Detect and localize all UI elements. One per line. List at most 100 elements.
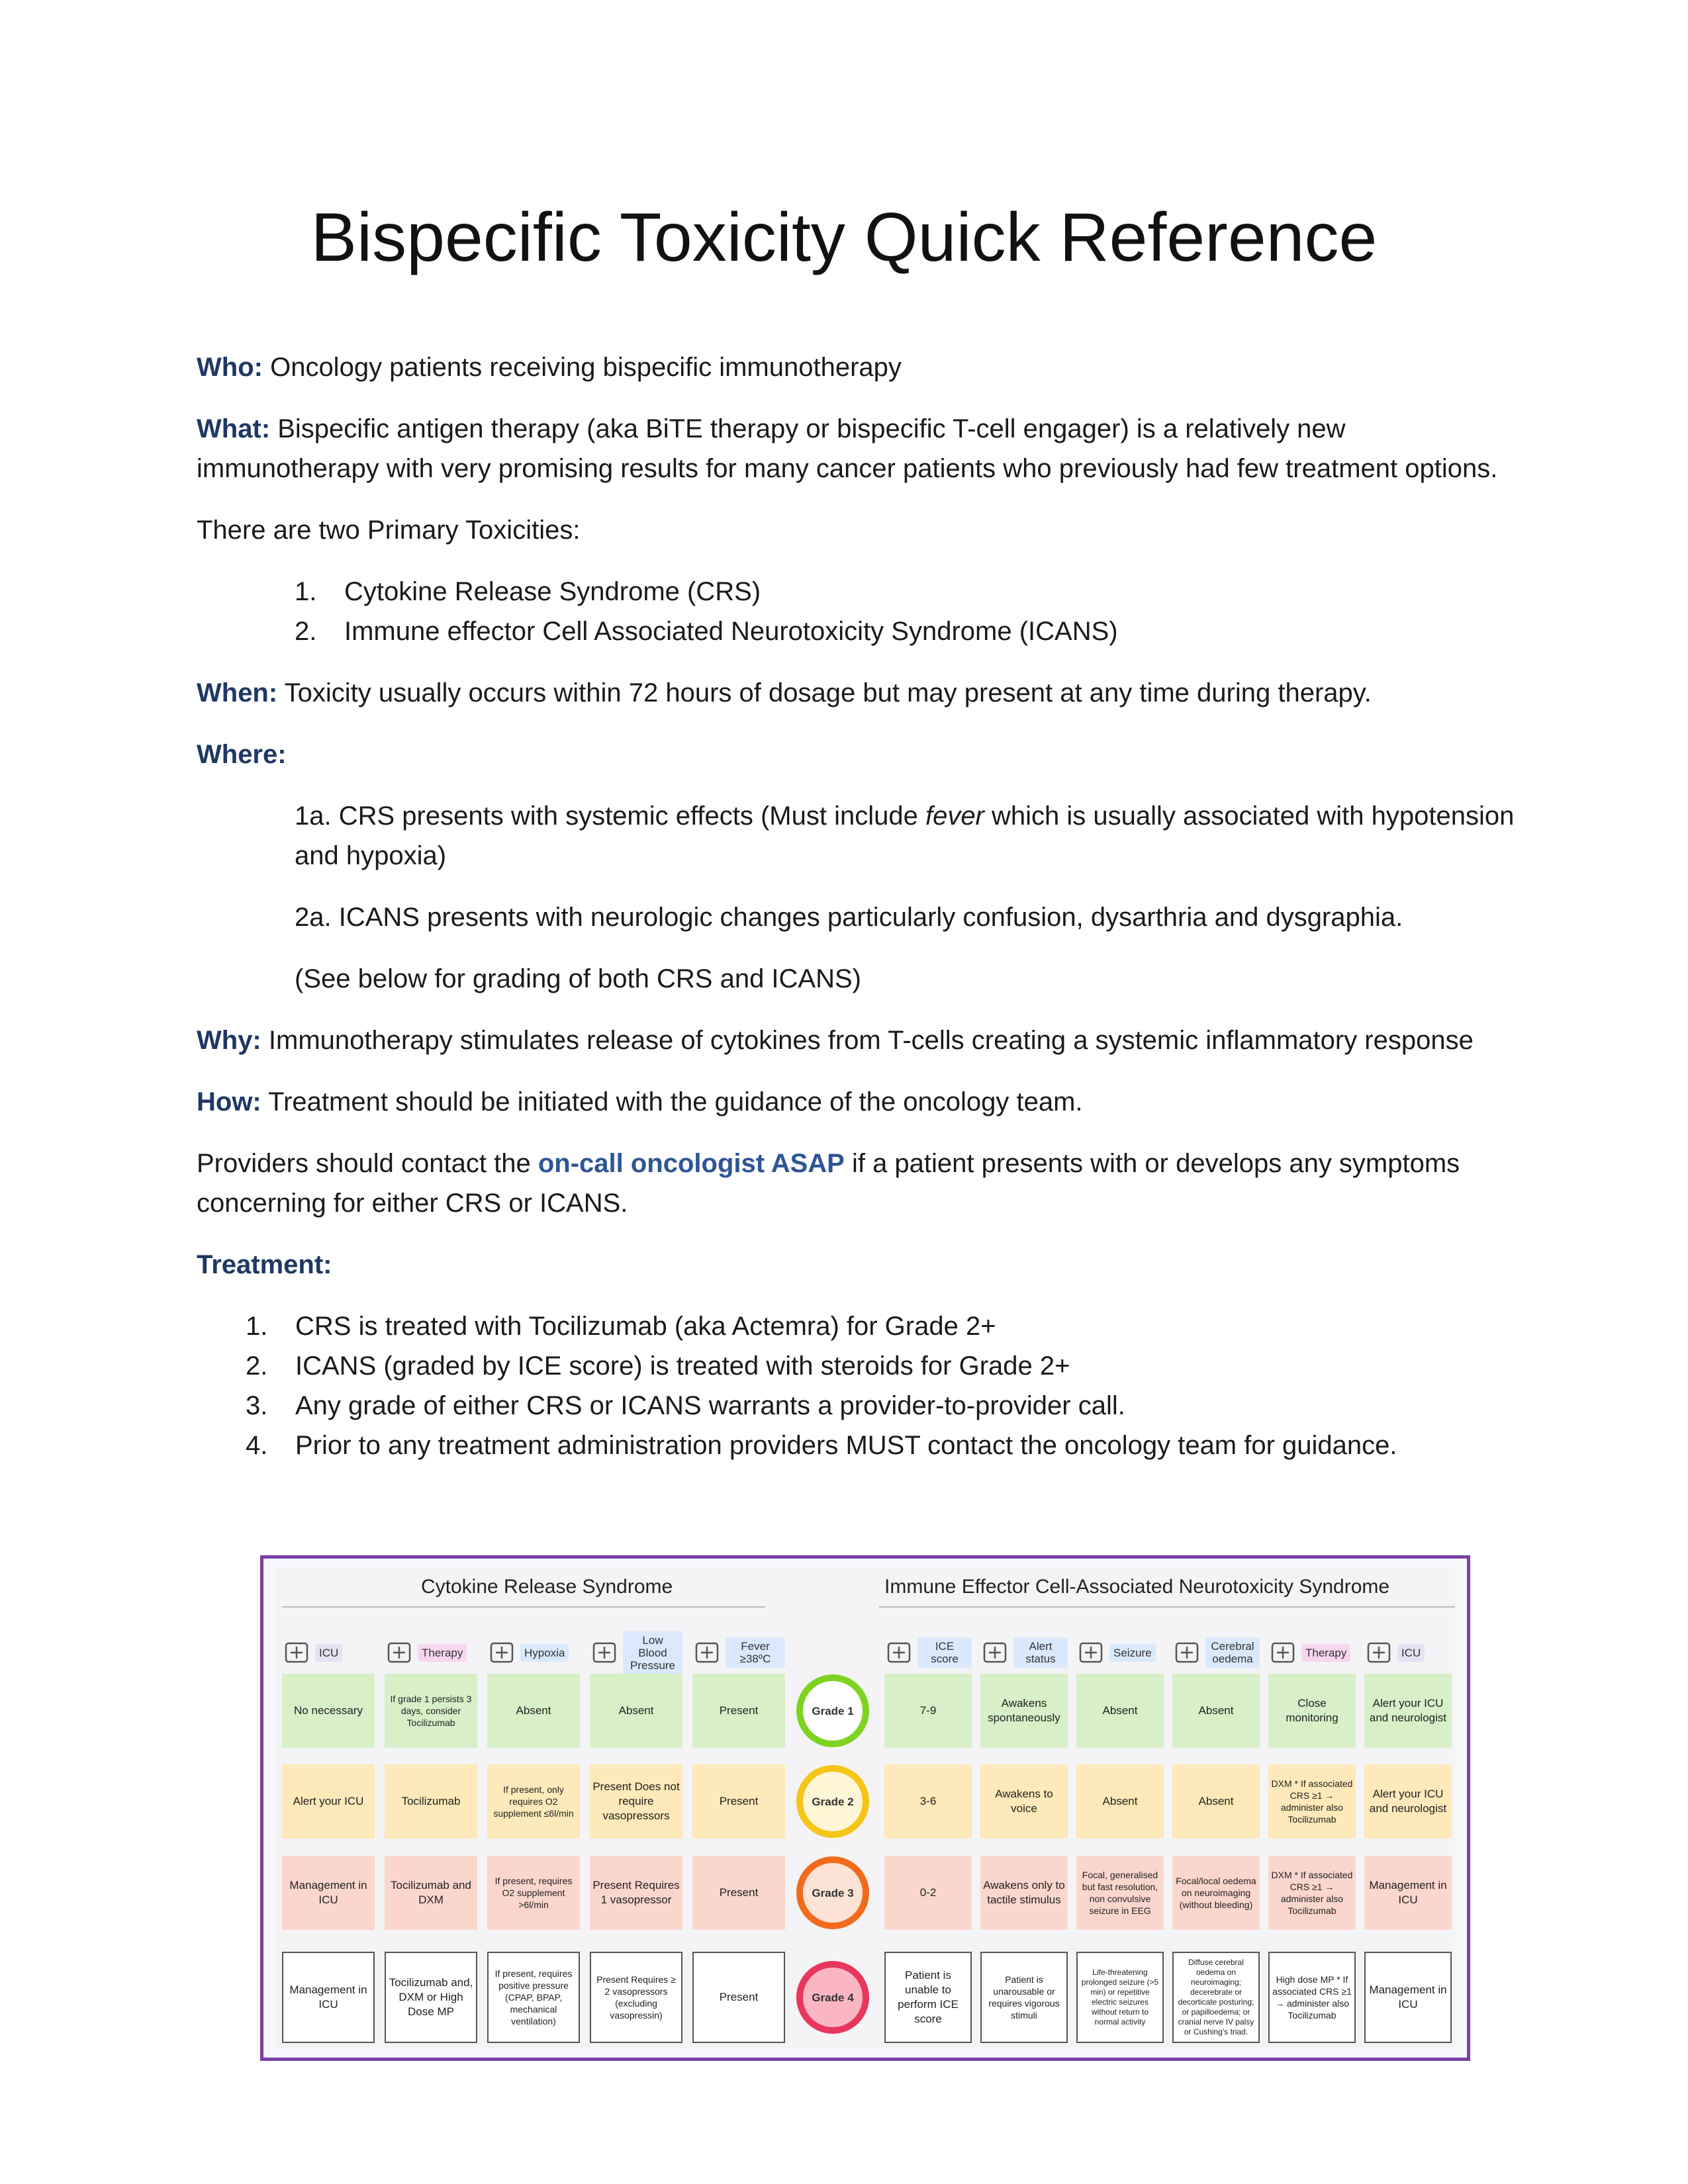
grade-cell: Present Requires ≥ 2 vasopressors (exclu… bbox=[590, 1952, 682, 2043]
what-text: Bispecific antigen therapy (aka BiTE the… bbox=[197, 414, 1498, 483]
grade-cell: 0-2 bbox=[884, 1856, 972, 1930]
column-header: Alert status bbox=[980, 1634, 1068, 1671]
grade-cell: If grade 1 persists 3 days, consider Toc… bbox=[385, 1674, 477, 1748]
column-header-label: Seizure bbox=[1109, 1643, 1156, 1662]
lungs-icon bbox=[490, 1642, 514, 1663]
why-text: Immunotherapy stimulates release of cyto… bbox=[268, 1026, 1474, 1055]
grade-cell: Tocilizumab and DXM bbox=[385, 1856, 477, 1930]
grade-cell: DXM * If associated CRS ≥1 → administer … bbox=[1268, 1764, 1356, 1839]
why-paragraph: Why: Immunotherapy stimulates release of… bbox=[197, 1021, 1527, 1060]
where-paragraph: Where: bbox=[197, 735, 1527, 774]
grade-cell: Present bbox=[692, 1952, 785, 2043]
list-item: 2.Immune effector Cell Associated Neurot… bbox=[295, 617, 1118, 646]
list-item: 1.CRS is treated with Tocilizumab (aka A… bbox=[246, 1312, 996, 1341]
grade-cell: Awakens spontaneously bbox=[980, 1674, 1068, 1748]
list-item: 4.Prior to any treatment administration … bbox=[246, 1431, 1397, 1460]
column-header-label: Low Blood Pressure bbox=[623, 1631, 682, 1674]
grade-cell: Focal, generalised but fast resolution, … bbox=[1076, 1856, 1164, 1930]
treatment-label: Treatment: bbox=[197, 1250, 332, 1279]
grade-cell: Tocilizumab and, DXM or High Dose MP bbox=[385, 1952, 477, 2043]
grade-cell: Awakens to voice bbox=[980, 1764, 1068, 1839]
toxicities-intro: There are two Primary Toxicities: bbox=[197, 516, 581, 545]
grade-badge: Grade 4 bbox=[796, 1961, 869, 2034]
grade-cell: Absent bbox=[487, 1674, 580, 1748]
who-label: Who: bbox=[197, 353, 263, 382]
grade-cell: Alert your ICU and neurologist bbox=[1364, 1764, 1452, 1839]
grade-cell: Management in ICU bbox=[1364, 1952, 1452, 2043]
grade-cell: Present bbox=[692, 1764, 785, 1839]
column-header: Cerebral oedema bbox=[1172, 1634, 1260, 1671]
grade-badge: Grade 1 bbox=[796, 1674, 869, 1747]
what-paragraph: What: Bispecific antigen therapy (aka Bi… bbox=[197, 409, 1527, 488]
crs-title: Cytokine Release Syndrome bbox=[421, 1576, 673, 1598]
icans-title: Immune Effector Cell-Associated Neurotox… bbox=[884, 1576, 1390, 1598]
page-title: Bispecific Toxicity Quick Reference bbox=[310, 199, 1378, 276]
how-paragraph: How: Treatment should be initiated with … bbox=[197, 1082, 1527, 1122]
seizure-icon bbox=[1079, 1642, 1103, 1663]
grade-cell: Diffuse cerebral oedema on neuroimaging;… bbox=[1172, 1952, 1260, 2043]
grade-cell: Absent bbox=[1172, 1674, 1260, 1748]
grade-cell: Absent bbox=[1076, 1674, 1164, 1748]
where-icans: 2a. ICANS presents with neurologic chang… bbox=[295, 903, 1403, 932]
cerebral-oedema-icon bbox=[1175, 1642, 1199, 1663]
when-label: When: bbox=[197, 678, 278, 707]
toxicities-list: 1.Cytokine Release Syndrome (CRS) 2.Immu… bbox=[197, 572, 1527, 651]
grade-cell: If present, requires O2 supplement >6l/m… bbox=[487, 1856, 580, 1930]
grade-cell: Alert your ICU and neurologist bbox=[1364, 1674, 1452, 1748]
where-label: Where: bbox=[197, 740, 287, 769]
grade-cell: Close monitoring bbox=[1268, 1674, 1356, 1748]
grade-cell: DXM * If associated CRS ≥1 → administer … bbox=[1268, 1856, 1356, 1930]
where-note: (See below for grading of both CRS and I… bbox=[295, 964, 861, 993]
treatment-paragraph: Treatment: bbox=[197, 1245, 1527, 1285]
grade-cell: Management in ICU bbox=[282, 1856, 375, 1930]
thermometer-icon bbox=[695, 1642, 719, 1663]
column-header-label: Fever ≥38ºC bbox=[726, 1637, 785, 1668]
blood-pressure-icon bbox=[592, 1642, 616, 1663]
column-header-label: ICU bbox=[1397, 1643, 1425, 1662]
why-label: Why: bbox=[197, 1026, 261, 1055]
therapy-icon bbox=[1271, 1642, 1295, 1663]
icans-divider bbox=[879, 1606, 1455, 1608]
when-text: Toxicity usually occurs within 72 hours … bbox=[284, 678, 1372, 707]
grade-cell: Management in ICU bbox=[1364, 1856, 1452, 1930]
when-paragraph: When: Toxicity usually occurs within 72 … bbox=[197, 673, 1527, 713]
grade-cell: Management in ICU bbox=[282, 1952, 375, 2043]
column-header: Hypoxia bbox=[487, 1634, 580, 1671]
grade-cell: Present Requires 1 vasopressor bbox=[590, 1856, 682, 1930]
list-item: 1.Cytokine Release Syndrome (CRS) bbox=[295, 577, 761, 606]
grade-cell: Present Does not require vasopressors bbox=[590, 1764, 682, 1839]
grade-cell: If present, requires positive pressure (… bbox=[487, 1952, 580, 2043]
grade-cell: 7-9 bbox=[884, 1674, 972, 1748]
column-header: ICU bbox=[1364, 1634, 1452, 1671]
column-header-label: ICU bbox=[315, 1643, 343, 1662]
column-header: Fever ≥38ºC bbox=[692, 1634, 785, 1671]
column-header: Therapy bbox=[385, 1634, 477, 1671]
grade-cell: Awakens only to tactile stimulus bbox=[980, 1856, 1068, 1930]
how-label: How: bbox=[197, 1087, 261, 1116]
treatment-list: 1.CRS is treated with Tocilizumab (aka A… bbox=[197, 1306, 1527, 1465]
grade-cell: Absent bbox=[1172, 1764, 1260, 1839]
column-header: Seizure bbox=[1076, 1634, 1164, 1671]
grade-badge: Grade 2 bbox=[796, 1765, 869, 1838]
column-header: ICE score bbox=[884, 1634, 972, 1671]
crs-divider bbox=[282, 1606, 765, 1608]
grade-cell: Absent bbox=[1076, 1764, 1164, 1839]
who-text: Oncology patients receiving bispecific i… bbox=[270, 353, 902, 382]
hospital-icon bbox=[1367, 1642, 1391, 1663]
column-header-label: Therapy bbox=[418, 1643, 467, 1662]
column-header: Therapy bbox=[1268, 1634, 1356, 1671]
grade-cell: Tocilizumab bbox=[385, 1764, 477, 1839]
grade-cell: Patient is unable to perform ICE score bbox=[884, 1952, 972, 2043]
grade-cell: Patient is unarousable or requires vigor… bbox=[980, 1952, 1068, 2043]
grade-cell: No necessary bbox=[282, 1674, 375, 1748]
grade-cell: Present bbox=[692, 1856, 785, 1930]
hospital-icon bbox=[285, 1642, 308, 1663]
contact-paragraph: Providers should contact the on-call onc… bbox=[197, 1149, 1460, 1218]
column-header-label: Cerebral oedema bbox=[1205, 1637, 1260, 1668]
grading-infographic: Cytokine Release Syndrome Immune Effecto… bbox=[260, 1555, 1470, 2061]
infographic-panel: Cytokine Release Syndrome Immune Effecto… bbox=[275, 1568, 1455, 2048]
column-header-label: Hypoxia bbox=[520, 1643, 569, 1662]
list-item: 3.Any grade of either CRS or ICANS warra… bbox=[246, 1391, 1125, 1420]
alert-megaphone-icon bbox=[983, 1642, 1007, 1663]
grade-cell: Life-threatening prolonged seizure (>5 m… bbox=[1076, 1952, 1164, 2043]
